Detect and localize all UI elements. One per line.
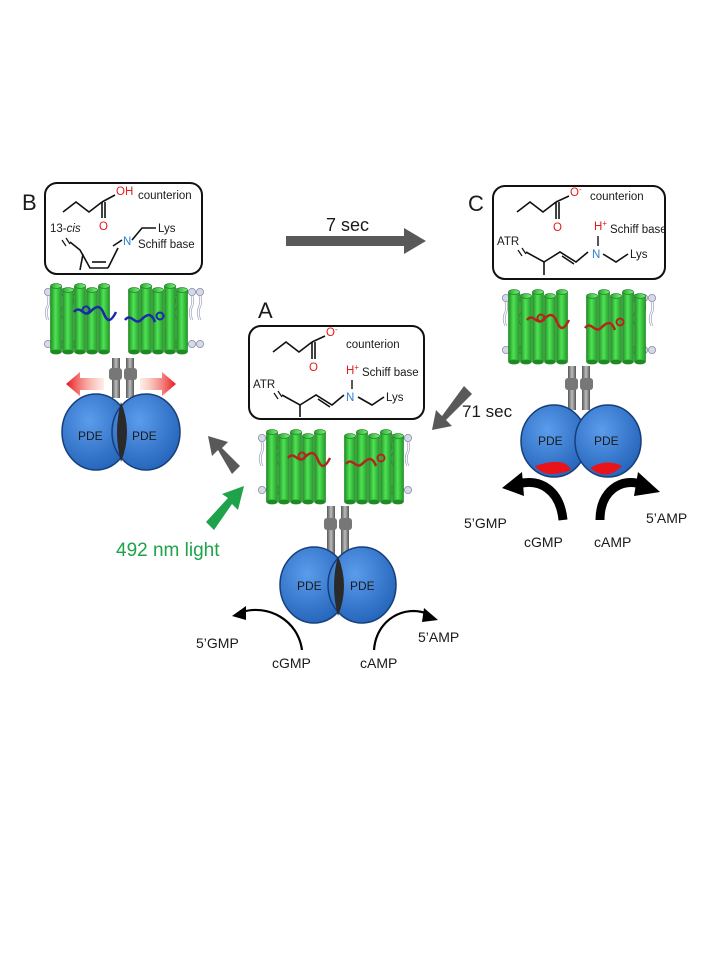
pde-left-label: PDE — [78, 429, 103, 443]
counterion-label: counterion — [346, 339, 400, 351]
pde-right — [111, 393, 181, 471]
motion-arrow-left — [66, 372, 104, 396]
panel-c: C O- O counterion H+ Schiff base ATR N L… — [464, 185, 687, 550]
gmp-product-label: 5’GMP — [196, 635, 239, 651]
nitrogen-atom: N — [123, 236, 131, 248]
pde-right — [327, 546, 397, 624]
lys-label: Lys — [630, 249, 648, 261]
amp-substrate-label: cAMP — [360, 655, 397, 671]
gmp-reaction-arrow — [241, 608, 304, 651]
gray-arrow-b-to-c — [286, 228, 426, 254]
retinal-13-cis-label: 13-cis — [50, 223, 81, 235]
carbonyl-oxygen: O — [99, 221, 108, 233]
retinal-chromophore-right — [584, 321, 617, 331]
gmp-reaction-arrow — [516, 478, 568, 521]
schiff-proton: H+ — [594, 219, 607, 233]
pde-left-label: PDE — [297, 579, 322, 593]
gmp-product-label: 5’GMP — [464, 515, 507, 531]
hydroxyl-group: OH — [116, 186, 133, 198]
gmp-substrate-label: cGMP — [272, 655, 311, 671]
amp-reaction-arrow — [595, 478, 642, 521]
schiff-base-label: Schiff base — [362, 367, 419, 379]
transition-b-to-c: 7 sec — [286, 215, 426, 254]
amp-substrate-label: cAMP — [594, 534, 631, 550]
active-site-right — [590, 462, 622, 475]
carbonyl-oxygen: O — [309, 362, 318, 374]
retinal-chromophore-left — [526, 313, 571, 330]
active-site-left — [535, 461, 571, 475]
panel-b-chem-box — [44, 182, 203, 275]
carbonyl-oxygen: O — [553, 222, 562, 234]
time-label-71-sec: 71 sec — [462, 402, 513, 421]
panel-a: A O- O counterion H+ Schiff base ATR N L… — [196, 298, 459, 671]
lys-label: Lys — [158, 223, 176, 235]
panel-c-chem-box — [492, 185, 666, 280]
pde-right-label: PDE — [132, 429, 157, 443]
transition-a-to-b: 492 nm light — [116, 436, 244, 561]
counterion-label: counterion — [138, 190, 192, 202]
lys-label: Lys — [386, 392, 404, 404]
retinal-chromophore-right — [345, 457, 378, 467]
motion-arrow-right — [140, 372, 176, 396]
light-arrow — [206, 486, 244, 530]
panel-a-label: A — [258, 298, 273, 323]
counterion-label: counterion — [590, 191, 644, 203]
retinal-atr-label: ATR — [253, 379, 275, 391]
amp-reaction-arrow — [372, 609, 429, 651]
nitrogen-atom: N — [346, 392, 354, 404]
retinal-atr-label: ATR — [497, 236, 519, 248]
time-label-7-sec: 7 sec — [326, 215, 369, 235]
rhodopsin-helices — [508, 289, 646, 365]
amp-product-label: 5’AMP — [418, 629, 459, 645]
carboxylate-oxygen: O- — [326, 325, 338, 339]
schiff-base-label: Schiff base — [610, 224, 667, 236]
retinal-chromophore-left — [287, 451, 332, 468]
transition-c-to-a: 71 sec — [432, 386, 513, 430]
pde-right-label: PDE — [350, 579, 375, 593]
light-wavelength-label: 492 nm light — [116, 540, 220, 561]
nitrogen-atom: N — [592, 249, 600, 261]
amp-product-label: 5’AMP — [646, 510, 687, 526]
panel-b-label: B — [22, 190, 37, 215]
panel-c-label: C — [468, 191, 484, 216]
rhodopsin-helices — [266, 429, 404, 505]
gmp-substrate-label: cGMP — [524, 534, 563, 550]
retinal-chromophore-right — [124, 313, 157, 323]
gray-arrow-c-to-a — [432, 386, 472, 430]
pde-right-label: PDE — [594, 434, 619, 448]
schiff-base-label: Schiff base — [138, 239, 195, 251]
pde-left-label: PDE — [538, 434, 563, 448]
rhodopsin-helices — [50, 283, 188, 355]
schiff-proton: H+ — [346, 363, 359, 377]
gray-arrow-a-to-b — [208, 436, 240, 474]
panel-b: B OH O counterion 13-cis N Lys Schiff ba… — [22, 182, 204, 471]
pde-right — [574, 404, 642, 478]
panel-a-chem-box — [248, 325, 425, 420]
carboxylate-oxygen: O- — [570, 185, 582, 199]
